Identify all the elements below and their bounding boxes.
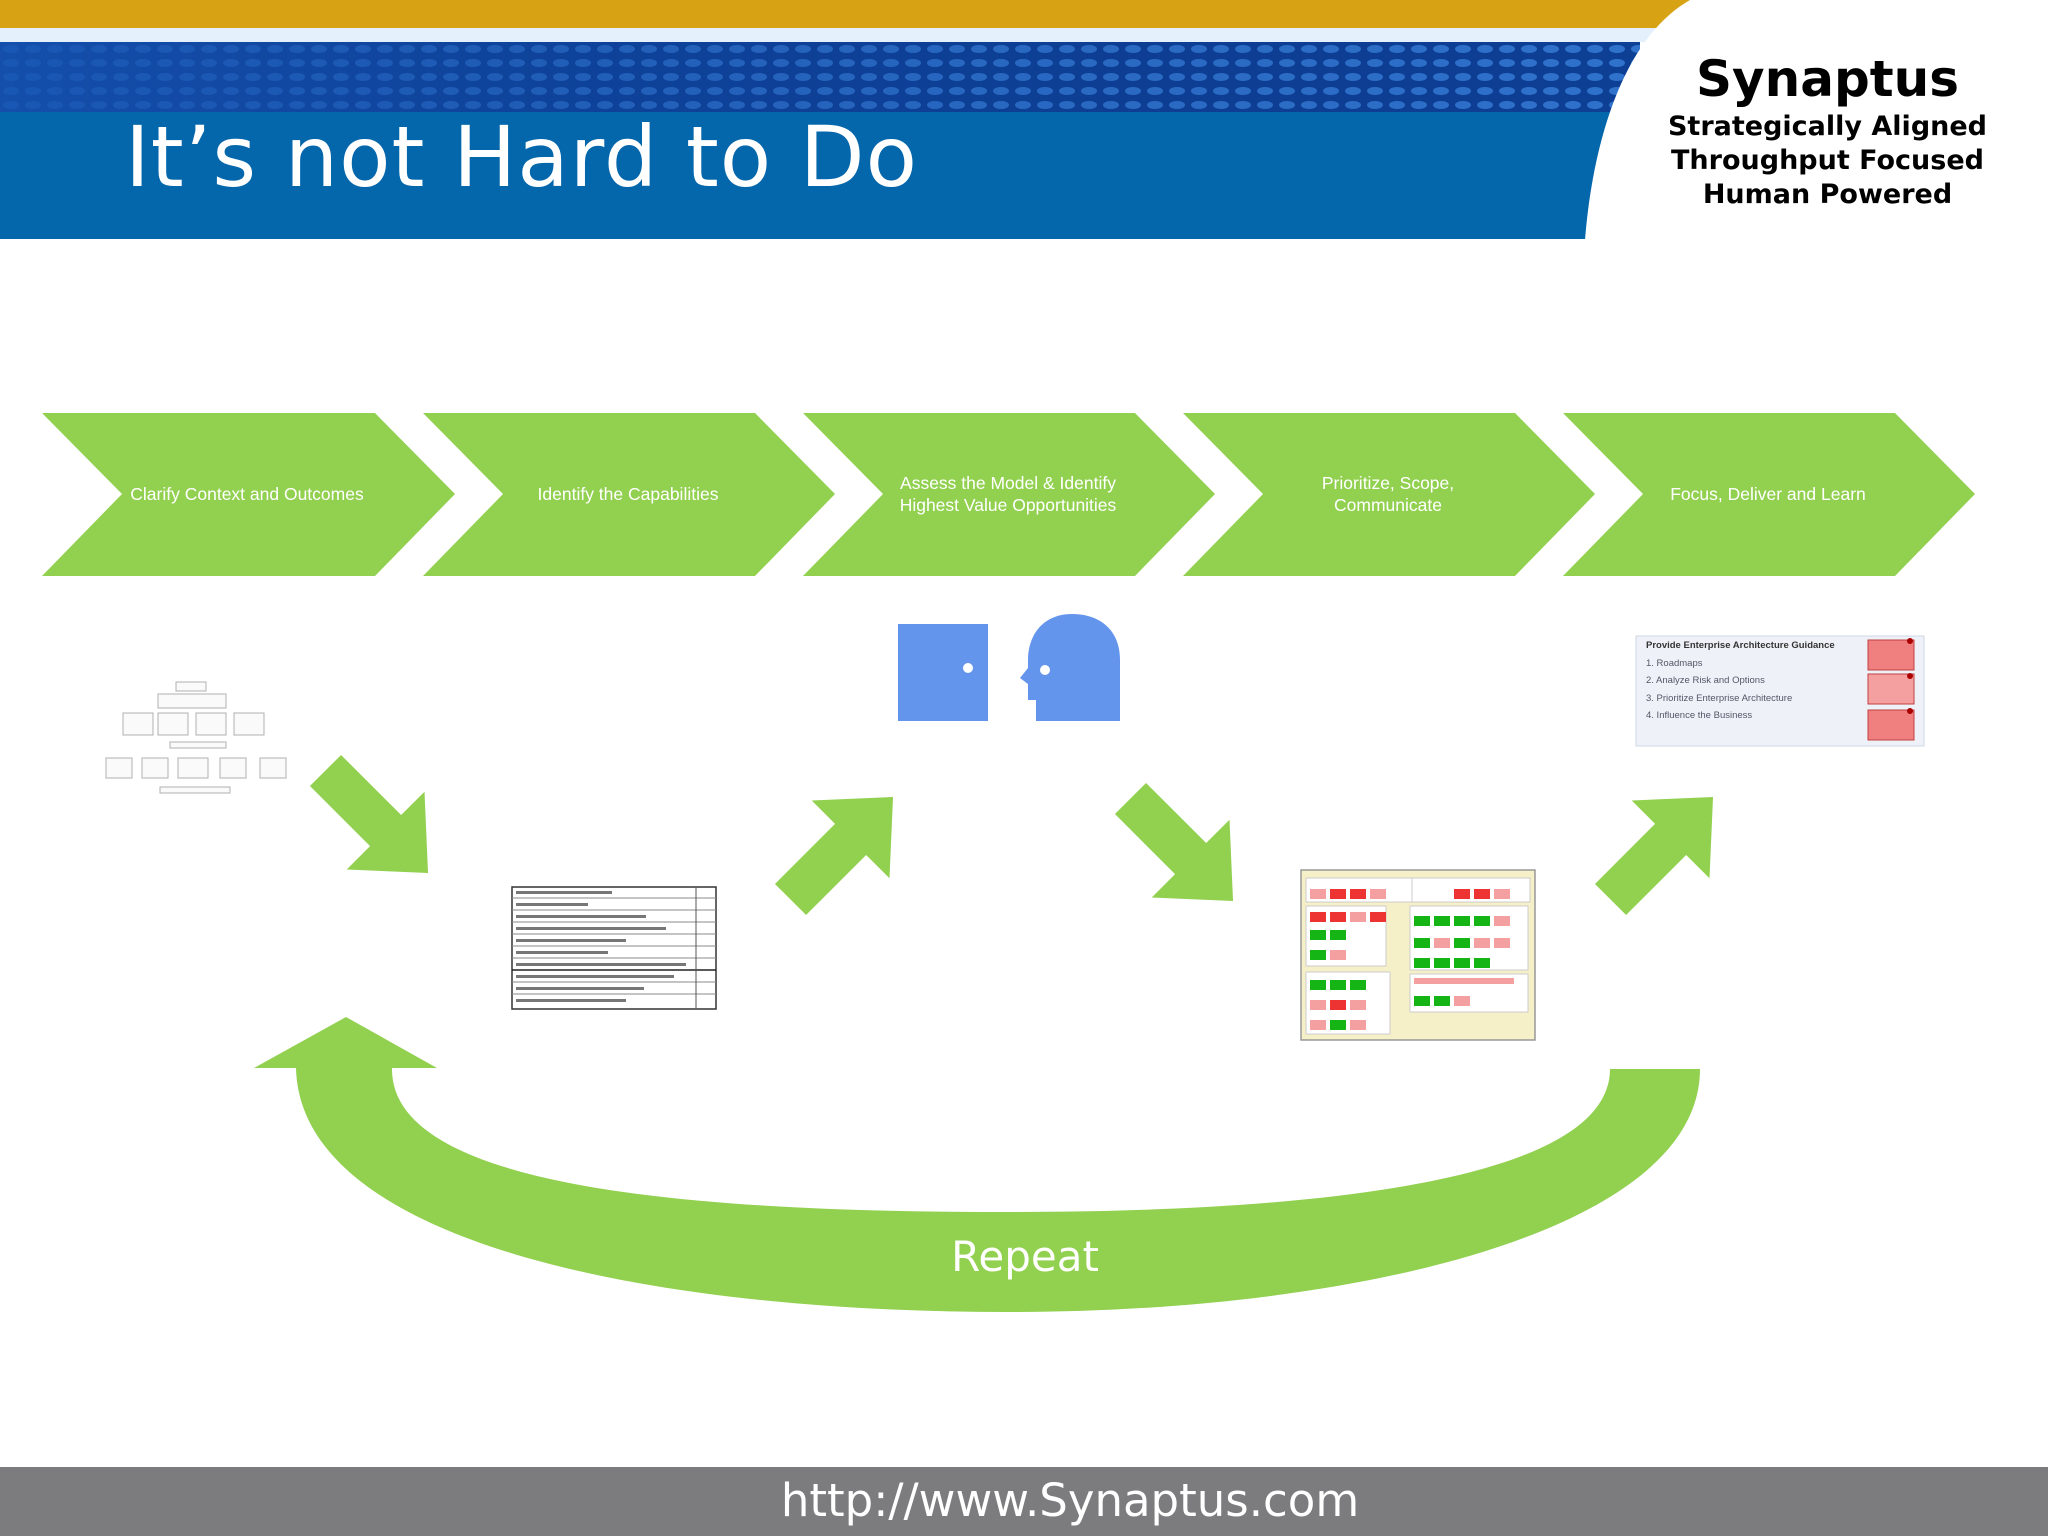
guidance-item-1: 1. Roadmaps: [1646, 657, 1703, 669]
step-4-text-line2: Communicate: [1334, 495, 1442, 515]
repeat-label: Repeat: [951, 1232, 1099, 1281]
slide-title: It’s not Hard to Do: [125, 108, 918, 206]
step-4-text-line1: Prioritize, Scope,: [1321, 473, 1455, 493]
footer-bar: [0, 1467, 2048, 1536]
guidance-item-3: 3. Prioritize Enterprise Architecture: [1646, 692, 1793, 704]
chevron-step-2: [423, 413, 835, 576]
brand-name: Synaptus: [1696, 50, 1959, 108]
heatmap-thumbnail: [1300, 869, 1536, 1041]
chevron-step-1: [42, 413, 455, 576]
repeat-loop-arrow: [254, 1017, 1700, 1312]
org-chart-thumbnail: [105, 681, 287, 794]
guidance-title: Provide Enterprise Architecture Guidance: [1646, 640, 1835, 651]
step-2-text: Identify the Capabilities: [537, 484, 719, 504]
guidance-thumbnail: [1635, 635, 1925, 747]
arrow-up-right-2: [1594, 796, 1714, 916]
step-label-4: Prioritize, Scope, Communicate: [1238, 472, 1538, 516]
facing-heads-icon: [898, 614, 1120, 721]
guidance-text: Provide Enterprise Architecture Guidance…: [1646, 637, 1866, 725]
step-label-5: Focus, Deliver and Learn: [1618, 483, 1918, 505]
brand-tagline-1: Strategically Aligned: [1667, 111, 1988, 142]
header-banner: [0, 0, 2048, 240]
step-3-text-line2: Highest Value Opportunities: [899, 495, 1117, 515]
chevron-step-5: [1563, 413, 1975, 576]
guidance-item-2: 2. Analyze Risk and Options: [1646, 675, 1765, 686]
brand-block: Synaptus Strategically Aligned Throughpu…: [1655, 48, 2000, 212]
arrow-down-right-1: [309, 754, 429, 874]
brand-tagline-3: Human Powered: [1702, 179, 1953, 210]
step-3-text-line1: Assess the Model & Identify: [900, 473, 1116, 493]
chevron-step-4: [1183, 413, 1595, 576]
blue-title-band: [0, 112, 1640, 239]
brand-tagline-2: Throughput Focused: [1671, 145, 1984, 176]
step-label-2: Identify the Capabilities: [478, 483, 778, 505]
step-5-text: Focus, Deliver and Learn: [1670, 484, 1866, 504]
footer-url[interactable]: http://www.Synaptus.com: [780, 1474, 1360, 1527]
chevron-step-3: [803, 413, 1215, 576]
arrow-up-right-1: [774, 796, 894, 916]
arrow-down-right-2: [1114, 782, 1234, 902]
step-1-text: Clarify Context and Outcomes: [130, 484, 364, 504]
guidance-item-4: 4. Influence the Business: [1646, 710, 1753, 721]
capability-list-thumbnail: [511, 886, 717, 1010]
brand-panel: [1585, 0, 2048, 240]
step-label-1: Clarify Context and Outcomes: [97, 483, 397, 505]
step-label-3: Assess the Model & Identify Highest Valu…: [858, 472, 1158, 516]
